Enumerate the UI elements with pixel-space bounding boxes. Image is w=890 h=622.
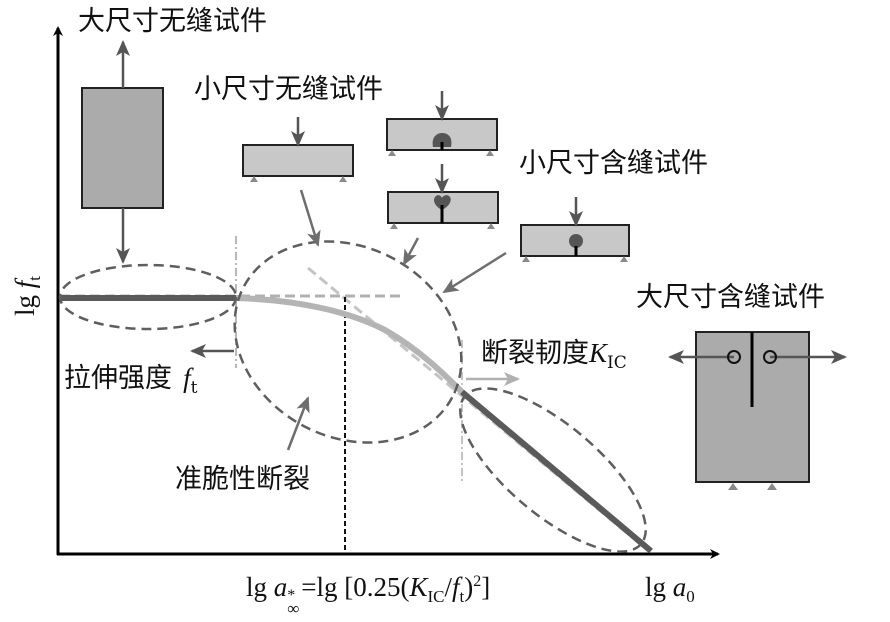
support-right-icon [339, 176, 347, 182]
marker-prefix: lg [246, 572, 274, 602]
fracture-toughness-symbol: K [589, 338, 608, 368]
label-quasi-brittle: 准脆性断裂 [175, 464, 310, 495]
x-axis-label-symbol: a [672, 572, 687, 602]
y-axis-label-prefix: lg [10, 288, 40, 316]
label-fracture-toughness: 断裂韧度KIC [481, 340, 627, 372]
support-left-icon [390, 223, 398, 229]
marker-f-sub: t [459, 587, 465, 606]
label-large-notched: 大尺寸含缝试件 [636, 282, 825, 313]
support-right-icon [486, 150, 494, 156]
marker-end: ] [481, 572, 491, 602]
pin-hole-right-icon [763, 350, 777, 364]
support-left-icon [250, 176, 258, 182]
large-notched-specimen [668, 331, 847, 490]
a-infinity-label: lg a*∞=lg [0.25(KIC/ft)2] [246, 572, 491, 618]
beam-fpz-stage-2 [387, 164, 499, 266]
support-left-icon [522, 256, 530, 262]
marker-pow: 2 [473, 573, 482, 590]
marker-k: K [409, 572, 428, 602]
marker-sub: ∞ [287, 599, 300, 618]
toughness-region-ellipse [459, 387, 647, 553]
pointer-arrow [299, 189, 321, 247]
fracture-toughness-text: 断裂韧度 [481, 338, 589, 369]
pointer-arrow [442, 251, 507, 294]
fracture-process-zone-icon [569, 234, 583, 248]
curve-transition-segment [235, 295, 465, 395]
fracture-process-zone-icon [432, 133, 452, 147]
label-small-notched: 小尺寸含缝试件 [519, 148, 708, 179]
fracture-process-zone-icon [434, 195, 451, 210]
strength-region-ellipse [58, 263, 238, 331]
marker-symbol: a [273, 572, 288, 602]
y-axis-label: lg ft [10, 275, 44, 316]
tensile-strength-symbol: f [183, 363, 191, 393]
y-axis-label-symbol: f [10, 280, 40, 289]
curve-lefm-segment [460, 389, 653, 554]
marker-k-sub: IC [427, 587, 445, 606]
quasi-brittle-arrow [286, 396, 310, 451]
support-left-icon [728, 483, 738, 490]
small-notched-specimen [442, 197, 630, 294]
pointer-arrow [402, 237, 420, 266]
support-left-icon [388, 150, 396, 156]
pin-hole-left-icon [727, 350, 741, 364]
beam-fpz-stage-1 [386, 91, 498, 156]
marker-sup: * [287, 587, 296, 604]
marker-f: f [452, 572, 460, 602]
quasi-brittle-region-ellipse [233, 240, 463, 444]
support-right-icon [620, 256, 628, 262]
y-axis-label-sub: t [25, 275, 44, 281]
label-small-unnotched: 小尺寸无缝试件 [194, 74, 383, 105]
x-axis-label-sub: 0 [686, 587, 695, 606]
marker-close: ) [464, 572, 474, 602]
support-right-icon [487, 223, 495, 229]
large-unnotched-specimen [81, 40, 164, 264]
support-right-icon [767, 483, 777, 490]
tensile-strength-text: 拉伸强度 [64, 363, 172, 394]
label-large-unnotched: 大尺寸无缝试件 [78, 6, 267, 37]
marker-eq: =lg [0.25( [301, 572, 410, 602]
small-unnotched-specimen [242, 117, 354, 247]
x-axis-label: lg a0 [645, 572, 695, 606]
fracture-toughness-sub: IC [607, 353, 627, 373]
x-axis-label-prefix: lg [645, 572, 673, 602]
tensile-strength-sub: t [190, 378, 198, 398]
marker-slash: / [444, 572, 453, 602]
label-tensile-strength: 拉伸强度 ft [64, 365, 197, 397]
